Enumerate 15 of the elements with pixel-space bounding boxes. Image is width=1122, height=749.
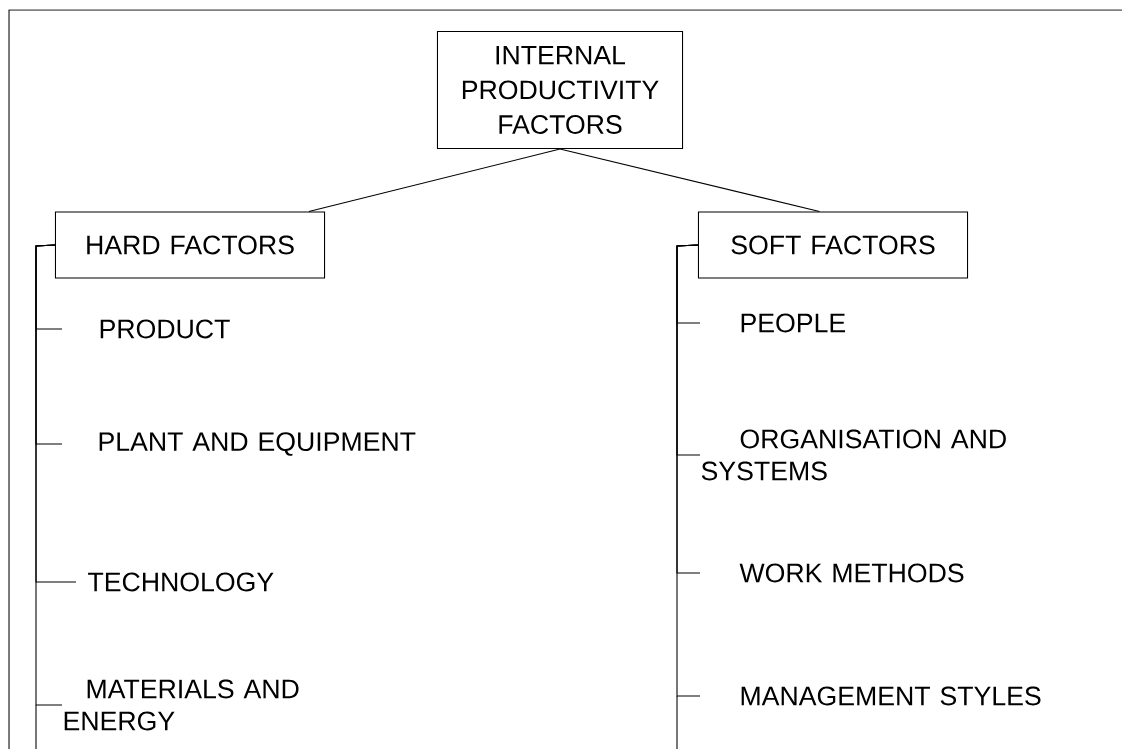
connector-line xyxy=(35,244,63,706)
factor-label: MATERIALS AND ENERGY xyxy=(64,679,299,731)
connector-line xyxy=(559,148,821,212)
factor-label: ORGANISATION AND SYSTEMS xyxy=(701,429,1006,481)
factor-box: HARD FACTORS xyxy=(54,211,326,279)
factor-label: PEOPLE xyxy=(741,313,846,333)
factor-box: INTERNAL PRODUCTIVITY FACTORS xyxy=(436,30,684,150)
connector-line xyxy=(308,148,561,212)
factor-label: TECHNOLOGY xyxy=(88,572,274,592)
factor-box: SOFT FACTORS xyxy=(697,211,969,279)
factor-label: WORK METHODS xyxy=(739,563,964,583)
connector-line xyxy=(676,244,701,697)
factor-label: PLANT AND EQUIPMENT xyxy=(99,432,416,456)
factor-label: PRODUCT xyxy=(100,319,230,339)
factor-label: MANAGEMENT STYLES xyxy=(741,686,1041,706)
